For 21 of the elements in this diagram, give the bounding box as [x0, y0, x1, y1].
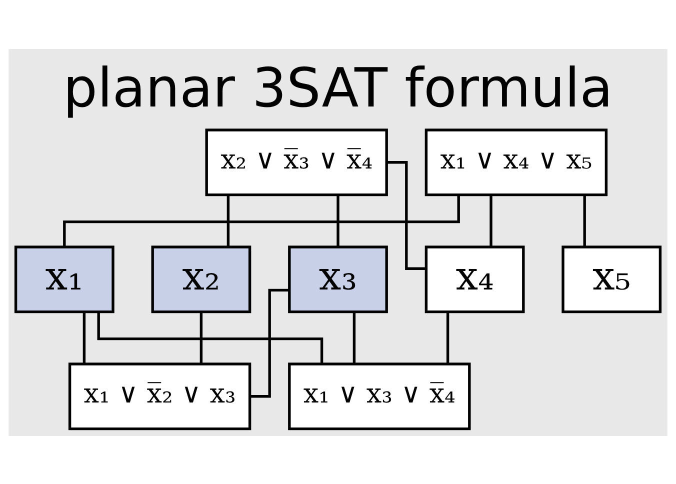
node-box: x₂ ∨ x̅₃ ∨ x̅₄: [205, 128, 388, 196]
connector: [200, 312, 203, 364]
connector: [250, 288, 290, 398]
connector: [82, 312, 86, 364]
connector: [583, 194, 586, 246]
connector: [352, 312, 356, 364]
node-box: x₂: [151, 245, 252, 313]
diagram-title: planar 3SAT formula: [63, 56, 613, 120]
node-box: x₁: [14, 245, 114, 313]
connector: [226, 194, 230, 246]
connector: [490, 194, 492, 246]
connector: [336, 194, 340, 246]
node-box: x₃: [288, 245, 388, 313]
node-box: x₄: [424, 245, 525, 313]
node-box: x₁ ∨ x₃ ∨ x̅₄: [288, 362, 471, 430]
connector: [97, 311, 324, 364]
node-box: x₅: [562, 245, 662, 313]
node-box: x₁ ∨ x̅₂ ∨ x₃: [68, 362, 252, 430]
connector: [63, 194, 460, 246]
connector: [446, 312, 450, 364]
node-box: x₁ ∨ x₄ ∨ x₅: [424, 128, 608, 196]
